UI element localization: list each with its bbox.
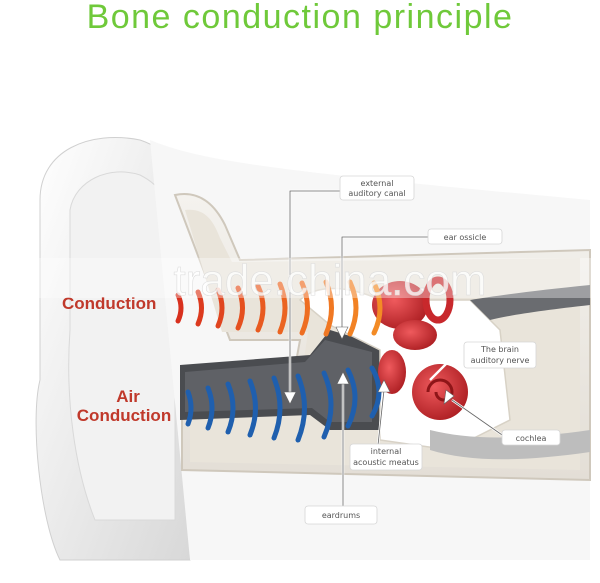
label-brain-nerve-2: auditory nerve: [471, 356, 530, 365]
label-brain-nerve-1: The brain: [480, 345, 519, 354]
label-internal-meatus-1: internal: [371, 447, 402, 456]
label-eardrums: eardrums: [322, 511, 360, 520]
label-leaders-dark: [289, 190, 506, 510]
bone-conduction-label: Conduction: [62, 294, 156, 313]
label-ear-ossicle: ear ossicle: [444, 233, 487, 242]
label-external-canal-1: external: [361, 179, 394, 188]
watermark-band: [0, 258, 600, 298]
label-internal-meatus-2: acoustic meatus: [353, 458, 419, 467]
air-conduction-label-1: Air: [116, 387, 140, 406]
arrow-heads: [283, 326, 455, 405]
page-title: Bone conduction principle: [86, 0, 514, 36]
air-conduction-label-2: Conduction: [77, 406, 171, 425]
label-external-canal-2: auditory canal: [348, 189, 405, 198]
watermark-text: trade.china.com: [173, 256, 486, 305]
label-boxes: [304, 175, 561, 525]
bone-conduction-waves: [175, 279, 383, 337]
label-cochlea: cochlea: [516, 434, 547, 443]
